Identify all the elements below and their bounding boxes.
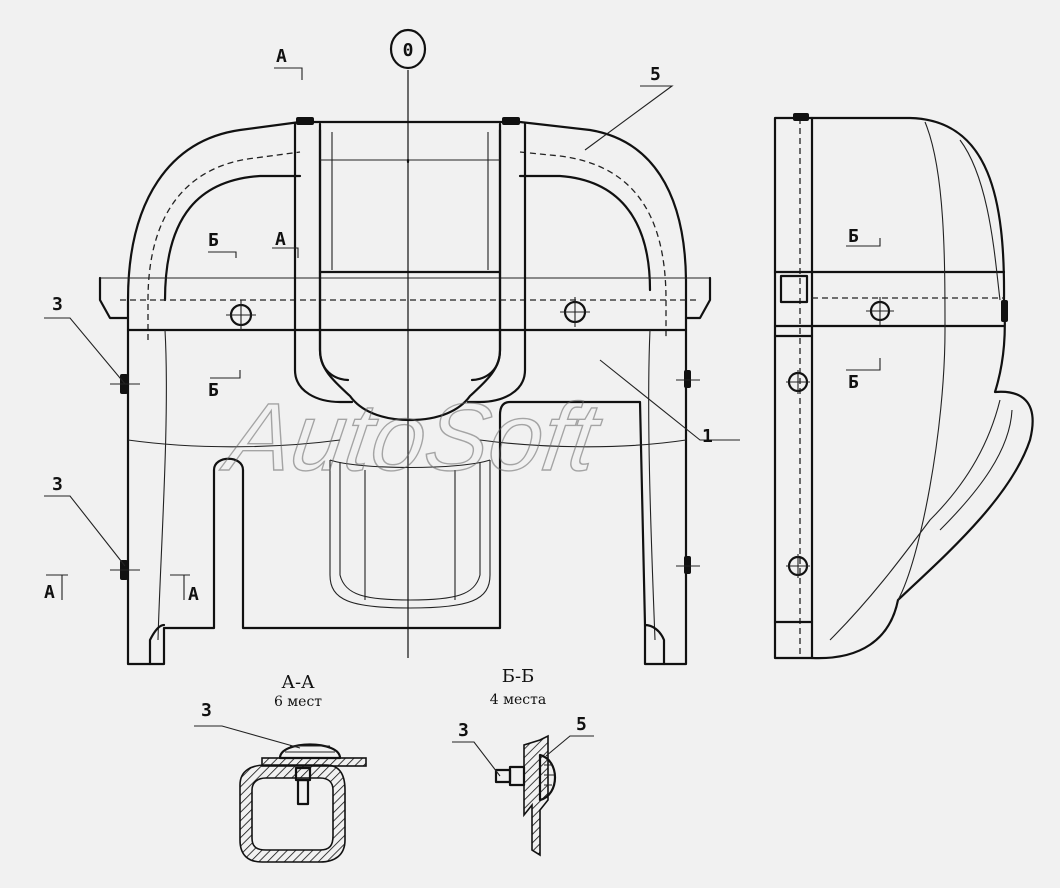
callout-5-front: 5 <box>650 64 661 85</box>
section-marker-b-side-upper: Б <box>848 226 859 247</box>
side-view: Б Б <box>773 113 1034 660</box>
axis-marker-label: 0 <box>403 40 414 61</box>
watermark: AutoSoft <box>216 384 608 490</box>
section-marker-a-left: A <box>44 582 55 603</box>
mount-hole-left <box>226 300 256 330</box>
section-aa-count: 6 мест <box>274 694 322 710</box>
section-marker-a-right: A <box>188 584 199 605</box>
section-bb-count: 4 места <box>490 692 546 708</box>
section-marker-a-mid: A <box>275 229 286 250</box>
side-bolt-hole-upper <box>786 370 810 394</box>
front-outer-contour <box>126 120 688 666</box>
section-aa-title: А-А <box>281 672 315 693</box>
section-bb-callout-3: 3 <box>458 720 469 741</box>
section-a-a: А-А 6 мест 3 <box>194 672 367 863</box>
mount-hole-right <box>560 297 590 327</box>
front-view: 0 5 1 3 3 A A A A Б Б <box>44 28 740 666</box>
axis-marker-circle <box>389 28 427 70</box>
side-bolt-hole-lower <box>786 554 810 578</box>
section-marker-b-lower: Б <box>208 380 219 401</box>
section-b-b: Б-Б 4 места 3 5 <box>452 666 594 857</box>
section-marker-b-upper: Б <box>208 230 219 251</box>
section-marker-a-top: A <box>276 46 287 67</box>
section-aa-callout: 3 <box>201 700 212 721</box>
callout-3-upper: 3 <box>52 294 63 315</box>
callout-1: 1 <box>702 426 713 447</box>
section-bb-callout-5: 5 <box>576 714 587 735</box>
section-bb-title: Б-Б <box>502 666 535 687</box>
callout-3-lower: 3 <box>52 474 63 495</box>
side-mount-hole <box>866 297 894 325</box>
section-marker-b-side-lower: Б <box>848 372 859 393</box>
